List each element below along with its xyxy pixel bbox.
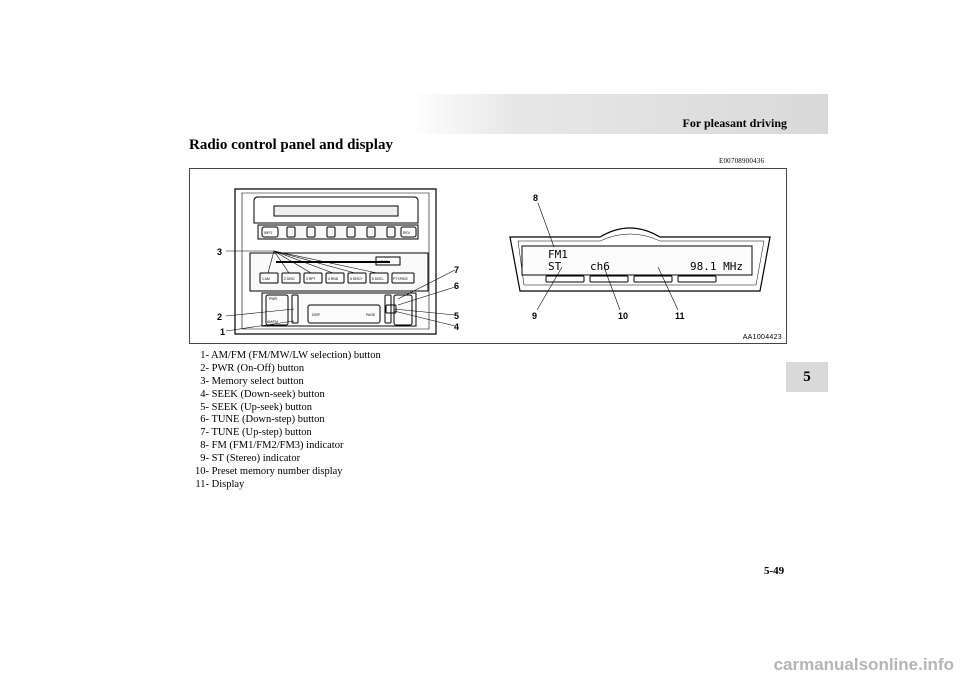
radio-illustration: INFO REV LOAD 1 AM 2 DISC 3 RPT 4 RND 5 … bbox=[217, 188, 771, 337]
preset-6-label: 6 DISC- bbox=[372, 277, 384, 281]
legend-text: Preset memory number display bbox=[211, 466, 343, 478]
legend-number: 3- bbox=[200, 375, 209, 387]
legend-number: 4- bbox=[200, 388, 209, 400]
legend-number: 1- bbox=[200, 350, 209, 361]
list-item: 8- FM (FM1/FM2/FM3) indicator bbox=[182, 440, 381, 453]
callout-6: 6 bbox=[454, 281, 459, 291]
list-item: 4- SEEK (Down-seek) button bbox=[182, 389, 381, 402]
load-button-label: LOAD bbox=[379, 260, 389, 264]
callout-3: 3 bbox=[217, 247, 222, 257]
legend-number: 7- bbox=[200, 427, 209, 439]
watermark: carmanualsonline.info bbox=[773, 655, 954, 674]
legend-text: AM/FM (FM/MW/LW selection) button bbox=[211, 350, 381, 361]
list-item: 9- ST (Stereo) indicator bbox=[182, 453, 381, 466]
leader-lines-right bbox=[536, 202, 679, 311]
radio-figure: INFO REV LOAD 1 AM 2 DISC 3 RPT 4 RND 5 … bbox=[189, 168, 787, 344]
callout-1: 1 bbox=[220, 327, 225, 337]
legend-number: 11- bbox=[195, 478, 209, 490]
list-item: 11- Display bbox=[182, 479, 381, 492]
preset-3-label: 3 RPT bbox=[306, 277, 316, 281]
legend-number: 10- bbox=[195, 466, 209, 478]
list-item: 2- PWR (On-Off) button bbox=[182, 363, 381, 376]
legend-list: 1- AM/FM (FM/MW/LW selection) button 2- … bbox=[182, 350, 381, 492]
preset-1-label: 1 AM bbox=[262, 277, 270, 281]
legend-text: Memory select button bbox=[211, 375, 304, 387]
channel-display: ch6 bbox=[590, 260, 610, 273]
legend-text: Display bbox=[211, 478, 245, 490]
callout-7: 7 bbox=[454, 265, 459, 275]
figure-code: AA1004423 bbox=[742, 334, 782, 341]
legend-text: SEEK (Up-seek) button bbox=[211, 401, 312, 413]
legend-number: 5- bbox=[200, 401, 209, 413]
legend-text: ST (Stereo) indicator bbox=[211, 453, 301, 465]
legend-text: TUNE (Up-step) button bbox=[211, 427, 312, 439]
pty-button-label: PTY/RDS bbox=[393, 277, 408, 281]
callout-8: 8 bbox=[533, 193, 538, 203]
legend-number: 9- bbox=[200, 453, 209, 465]
display-lcd-text: FM1 ST ch6 98.1 MHz bbox=[548, 248, 743, 273]
page-number: 5-49 bbox=[764, 565, 785, 577]
legend-number: 8- bbox=[200, 440, 209, 452]
rev-button-label: REV bbox=[403, 231, 411, 235]
page-heading: Radio control panel and display bbox=[189, 137, 393, 153]
list-item: 6- TUNE (Down-step) button bbox=[182, 414, 381, 427]
disp-button-label: DISP bbox=[312, 313, 321, 317]
list-item: 1- AM/FM (FM/MW/LW selection) button bbox=[182, 350, 381, 363]
list-item: 3- Memory select button bbox=[182, 376, 381, 389]
preset-2-label: 2 DISC bbox=[284, 277, 295, 281]
legend-number: 6- bbox=[200, 414, 209, 426]
head-unit-labels: INFO REV LOAD 1 AM 2 DISC 3 RPT 4 RND 5 … bbox=[262, 231, 411, 324]
legend-text: SEEK (Down-seek) button bbox=[211, 388, 325, 400]
header-band bbox=[410, 94, 828, 134]
legend-text: TUNE (Down-step) button bbox=[211, 414, 325, 426]
section-title: For pleasant driving bbox=[682, 116, 787, 130]
callout-11: 11 bbox=[675, 311, 685, 321]
callout-4: 4 bbox=[454, 322, 459, 332]
frequency-display: 98.1 MHz bbox=[690, 260, 743, 273]
band-indicator: FM1 bbox=[548, 248, 568, 261]
preset-4-label: 4 RND bbox=[328, 277, 339, 281]
display-unit bbox=[509, 227, 771, 292]
section-code: E00708900436 bbox=[719, 157, 765, 165]
list-item: 7- TUNE (Up-step) button bbox=[182, 427, 381, 440]
legend-number: 2- bbox=[200, 362, 209, 374]
list-item: 10- Preset memory number display bbox=[182, 466, 381, 479]
page-button-label: PAGE bbox=[366, 313, 376, 317]
callout-10: 10 bbox=[618, 311, 628, 321]
chapter-tab[interactable]: 5 bbox=[786, 362, 828, 392]
legend-text: PWR (On-Off) button bbox=[211, 362, 305, 374]
callout-9: 9 bbox=[532, 311, 537, 321]
list-item: 5- SEEK (Up-seek) button bbox=[182, 402, 381, 415]
legend-text: FM (FM1/FM2/FM3) indicator bbox=[211, 440, 344, 452]
pwr-button-label: PWR bbox=[269, 297, 277, 301]
stereo-indicator: ST bbox=[548, 260, 562, 273]
leader-lines-left bbox=[225, 250, 456, 332]
info-button-label: INFO bbox=[264, 231, 272, 235]
callout-5: 5 bbox=[454, 311, 459, 321]
callout-2: 2 bbox=[217, 312, 222, 322]
preset-5-label: 5 DISC+ bbox=[350, 277, 363, 281]
amfm-button-label: AM/FM bbox=[267, 320, 278, 324]
